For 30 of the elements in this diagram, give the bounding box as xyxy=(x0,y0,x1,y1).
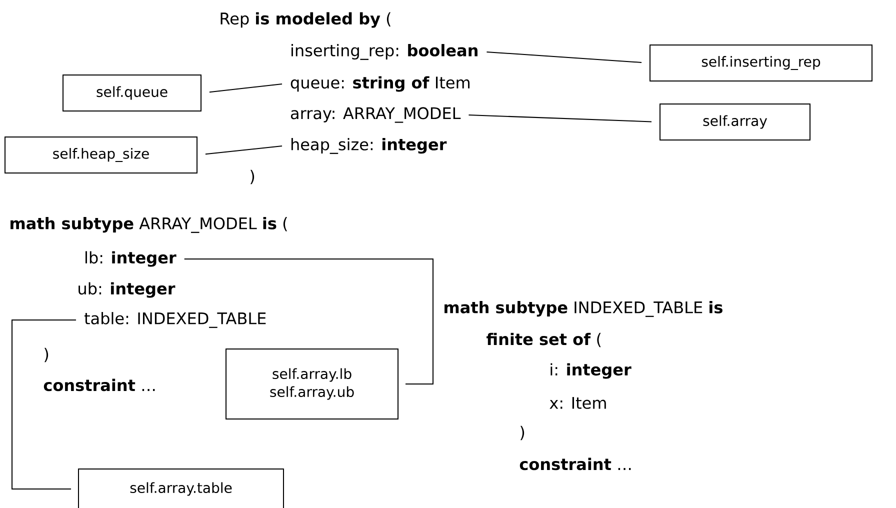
code-line: array: ARRAY_MODEL xyxy=(290,107,461,123)
leader-line xyxy=(12,320,77,490)
code-line: table: INDEXED_TABLE xyxy=(84,312,266,328)
field-box: self.inserting_rep xyxy=(650,44,872,82)
code-line: ub: integer xyxy=(78,282,176,298)
code-line: queue: string of Item xyxy=(290,76,470,92)
code-line: ) xyxy=(250,170,254,184)
code-line: lb: integer xyxy=(86,251,176,267)
leader-line xyxy=(204,146,282,155)
code-line: inserting_rep: boolean xyxy=(292,44,478,60)
leader-line xyxy=(468,114,652,122)
code-line: math subtype INDEXED_TABLE is xyxy=(444,301,722,317)
code-line: Rep is modeled by ( xyxy=(220,12,391,28)
code-line: x: Item xyxy=(550,397,606,409)
code-line: math subtype ARRAY_MODEL is ( xyxy=(10,217,287,233)
code-line: ) xyxy=(520,426,524,440)
code-line: constraint … xyxy=(520,458,631,470)
field-box: self.array xyxy=(660,104,810,140)
code-line: finite set of ( xyxy=(486,332,601,348)
field-box: self.array.lb self.array.ub xyxy=(226,348,398,420)
field-box: self.array.table xyxy=(78,468,284,508)
leader-line xyxy=(486,52,642,63)
code-line: constraint … xyxy=(44,378,155,392)
leader-line xyxy=(184,258,434,384)
field-box: self.heap_size xyxy=(4,136,198,174)
code-line: heap_size: integer xyxy=(291,138,447,154)
field-box: self.queue xyxy=(62,74,202,112)
code-line: ) xyxy=(44,348,48,362)
leader-line xyxy=(208,84,282,93)
code-line: i: integer xyxy=(550,363,632,379)
